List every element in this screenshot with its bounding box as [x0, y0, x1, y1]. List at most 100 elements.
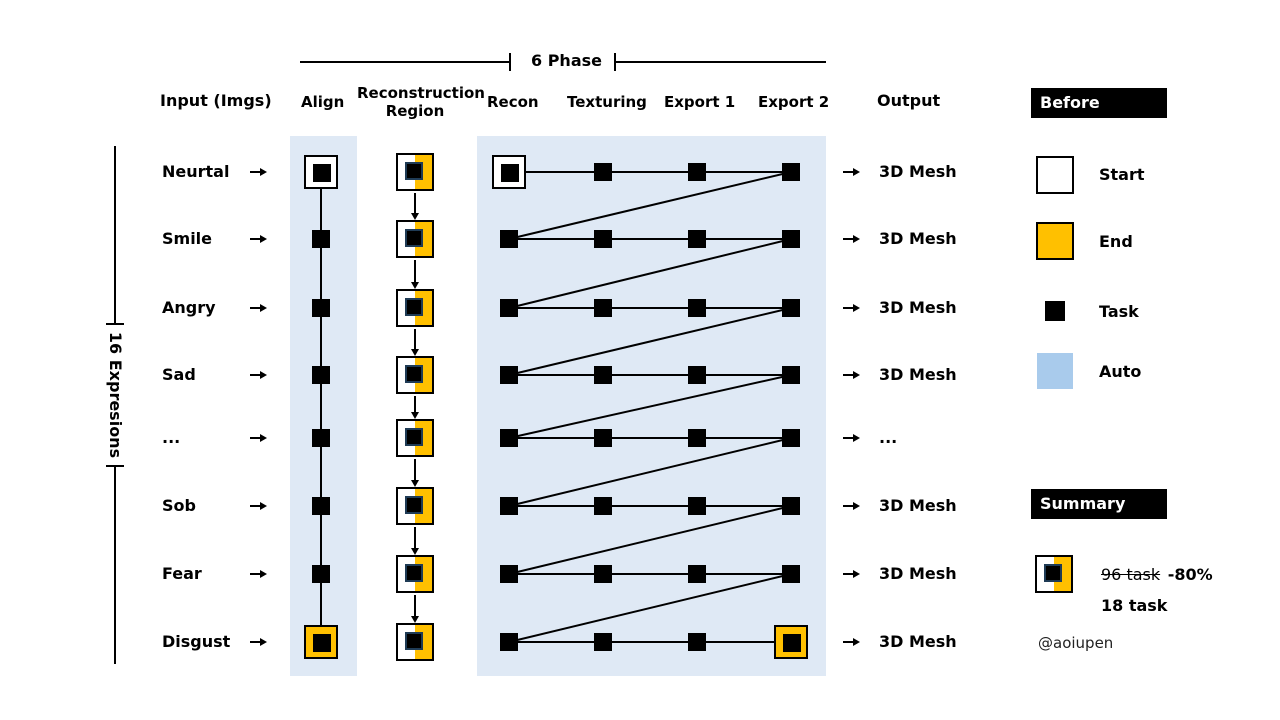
legend-title: Before [1031, 88, 1167, 118]
align-task-node [312, 366, 330, 384]
region-down-arrow-head [411, 349, 419, 356]
align-start-node-core [313, 164, 331, 182]
region-task-node [396, 623, 434, 661]
texturing-task-node [594, 366, 612, 384]
output-arrow-head [853, 371, 860, 379]
legend-auto-label: Auto [1099, 362, 1142, 381]
export1-task-node [688, 429, 706, 447]
input-arrow-head [260, 434, 267, 442]
input-arrow-head [260, 638, 267, 646]
align-task-node [312, 497, 330, 515]
region-down-arrow-head [411, 548, 419, 555]
row-output-label: 3D Mesh [879, 229, 957, 248]
region-task-node [396, 289, 434, 327]
region-task-core [405, 496, 423, 514]
output-arrow-head [853, 235, 860, 243]
region-task-node [396, 356, 434, 394]
align-task-node [312, 565, 330, 583]
summary-title: Summary [1031, 489, 1167, 519]
texturing-task-node [594, 230, 612, 248]
export2-end-node-core [783, 634, 801, 652]
row-input-label: Sob [162, 496, 196, 515]
pipeline-zigzag-line [508, 238, 792, 309]
output-arrow-head [853, 638, 860, 646]
header-align: Align [301, 93, 345, 111]
header-export2: Export 2 [758, 93, 830, 111]
header-recon: Recon [487, 93, 539, 111]
region-task-node [396, 220, 434, 258]
summary-task-icon [1035, 555, 1073, 593]
output-arrow-head [853, 502, 860, 510]
legend-end-swatch [1036, 222, 1074, 260]
header-export1: Export 1 [664, 93, 736, 111]
legend-start-swatch [1036, 156, 1074, 194]
region-down-arrow-head [411, 282, 419, 289]
recon-start-node [492, 155, 526, 189]
expressions-side-label: 16 Expresions [106, 331, 125, 459]
texturing-task-node [594, 299, 612, 317]
output-arrow-head [853, 304, 860, 312]
row-input-label: Smile [162, 229, 213, 248]
region-task-node [396, 487, 434, 525]
export2-task-node [782, 230, 800, 248]
row-input-label: Disgust [162, 632, 231, 651]
input-arrow-head [260, 502, 267, 510]
region-task-core [405, 162, 423, 180]
summary-change: -80% [1167, 565, 1213, 584]
texturing-task-node [594, 429, 612, 447]
recon-task-node [500, 565, 518, 583]
recon-task-node [500, 497, 518, 515]
recon-task-node [500, 299, 518, 317]
region-task-core [405, 564, 423, 582]
region-down-arrow-head [411, 412, 419, 419]
row-output-label: 3D Mesh [879, 564, 957, 583]
region-task-core [405, 298, 423, 316]
row-output-label: ... [879, 428, 898, 447]
input-arrow-head [260, 371, 267, 379]
pipeline-zigzag-line [508, 573, 792, 643]
row-input-label: ... [162, 428, 181, 447]
export2-task-node [782, 565, 800, 583]
align-task-node [312, 299, 330, 317]
row-input-label: Sad [162, 365, 196, 384]
align-task-node [312, 230, 330, 248]
output-arrow-head [853, 168, 860, 176]
header-texturing: Texturing [567, 93, 647, 111]
pipeline-zigzag-line [508, 307, 792, 376]
header-output: Output [877, 91, 941, 110]
pipeline-zigzag-line [508, 374, 792, 439]
region-task-core [405, 428, 423, 446]
legend-start-label: Start [1099, 165, 1145, 184]
export1-task-node [688, 230, 706, 248]
export1-task-node [688, 366, 706, 384]
recon-task-node [500, 366, 518, 384]
texturing-task-node [594, 163, 612, 181]
header-reconstruction-region: Reconstruction Region [357, 84, 485, 120]
export2-task-node [782, 299, 800, 317]
region-down-arrow-head [411, 213, 419, 220]
input-arrow-head [260, 570, 267, 578]
row-output-label: 3D Mesh [879, 162, 957, 181]
row-output-label: 3D Mesh [879, 365, 957, 384]
export2-task-node [782, 429, 800, 447]
export1-task-node [688, 299, 706, 317]
region-down-arrow-head [411, 616, 419, 623]
legend-auto-swatch [1037, 353, 1073, 389]
region-task-node [396, 153, 434, 191]
export1-task-node [688, 163, 706, 181]
align-task-node [312, 429, 330, 447]
row-output-label: 3D Mesh [879, 496, 957, 515]
output-arrow-head [853, 570, 860, 578]
pipeline-zigzag-line [508, 505, 792, 575]
region-down-arrow-head [411, 480, 419, 487]
input-arrow-head [260, 304, 267, 312]
row-output-label: 3D Mesh [879, 632, 957, 651]
summary-after: 18 task [1101, 596, 1168, 615]
texturing-task-node [594, 497, 612, 515]
recon-task-node [500, 230, 518, 248]
pipeline-zigzag-line [508, 437, 792, 507]
region-task-core [405, 229, 423, 247]
row-input-label: Fear [162, 564, 202, 583]
export2-task-node [782, 366, 800, 384]
